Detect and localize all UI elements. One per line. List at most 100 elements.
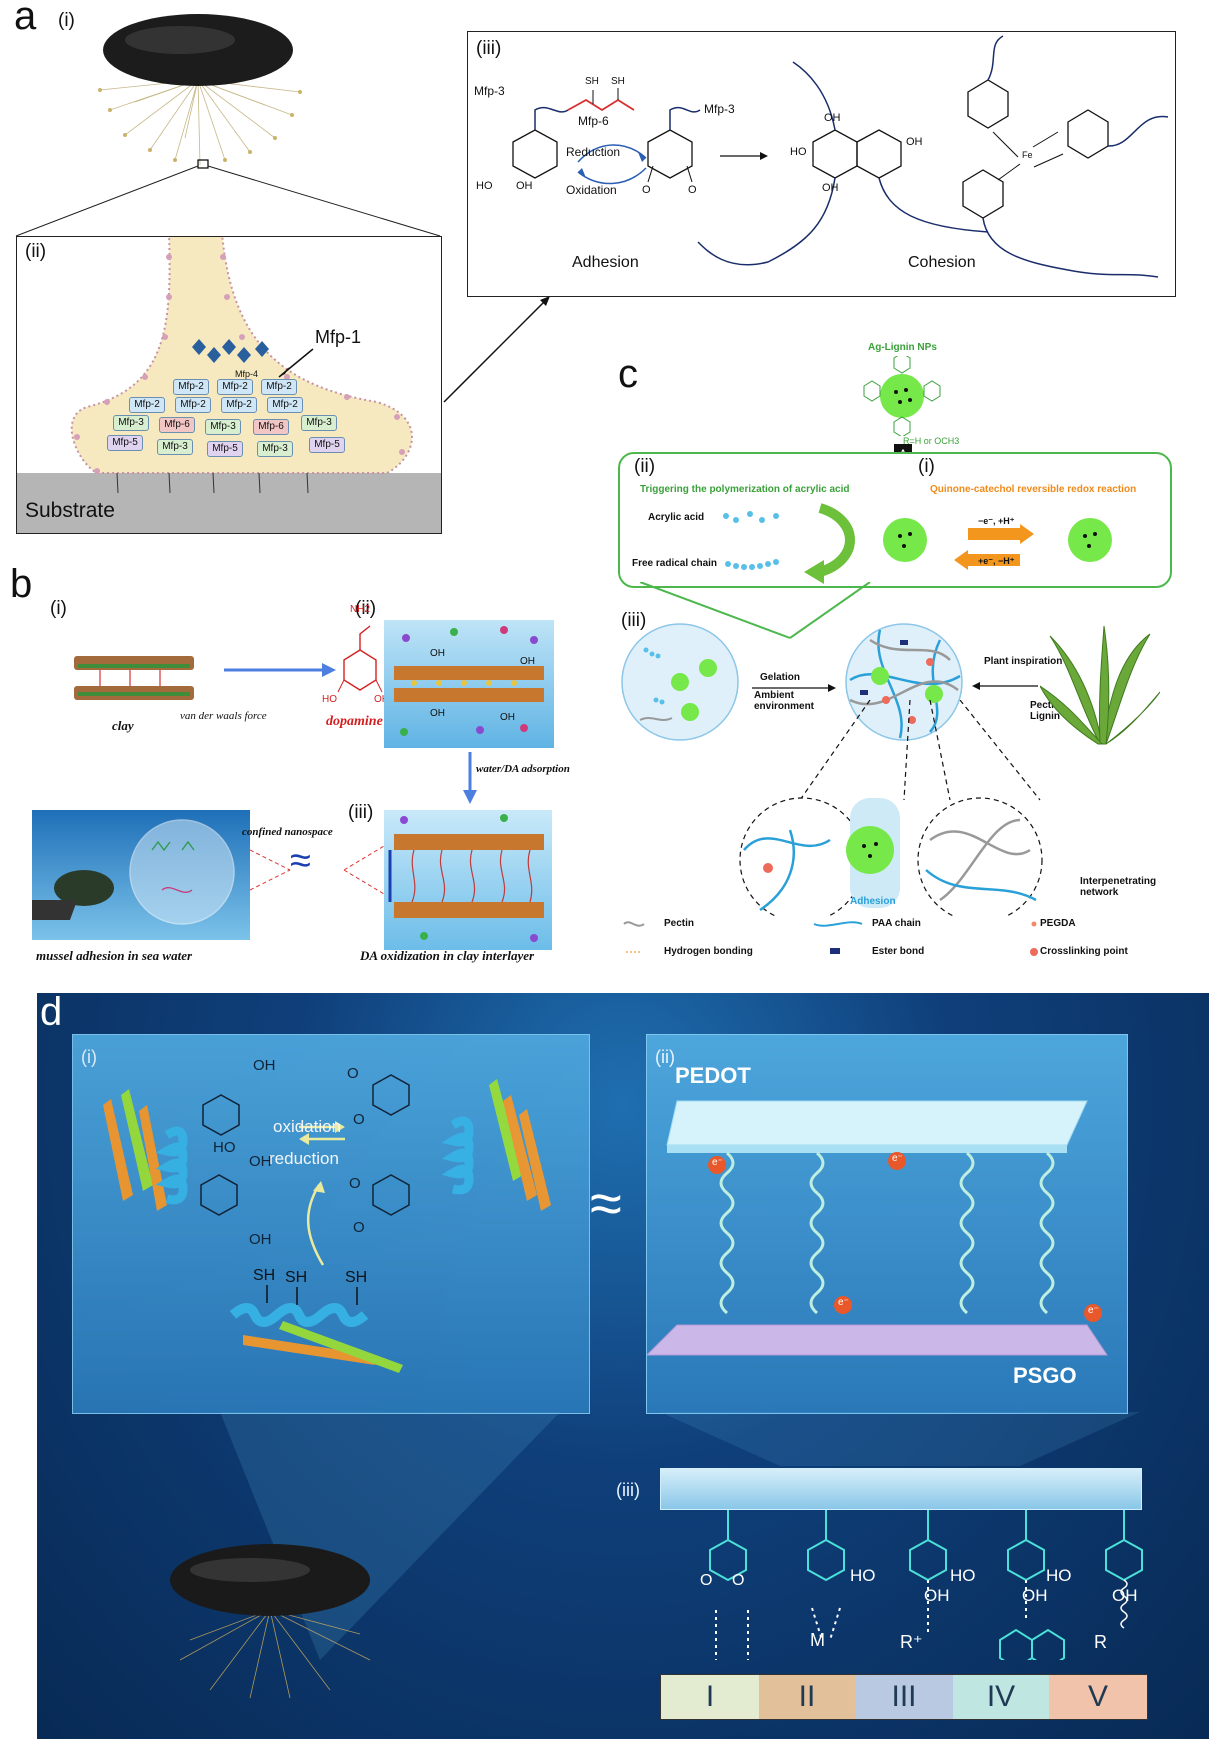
blue-arrow-b1 (224, 663, 336, 677)
mussel-sea-illustration (32, 819, 235, 925)
da-oxidization-box (384, 810, 552, 950)
electron-label: e⁻ (892, 1153, 903, 1164)
pedot-psgo-illustration (647, 1100, 1108, 1356)
cohesion-label: Cohesion (908, 254, 976, 271)
o-label: O (642, 184, 651, 196)
pectin-lignin-label: Pectin Lignin (1030, 700, 1061, 722)
adhesion-c-label: Adhesion (850, 896, 896, 907)
oh-label: OH (516, 180, 533, 192)
oh-label: OH (924, 1586, 950, 1605)
ho-label: HO (213, 1139, 236, 1156)
oh-label: OH (906, 136, 923, 148)
oh-label: OH (430, 708, 445, 719)
gel-circle (845, 623, 963, 741)
acrylic-label: Acrylic acid (648, 512, 705, 523)
np-title: Ag-Lignin NPs (868, 342, 937, 353)
ho-label: HO (950, 1566, 976, 1585)
da-caption: DA oxidization in clay interlayer (360, 948, 535, 963)
sh-label: SH (285, 1269, 308, 1286)
sh-label: SH (585, 76, 599, 87)
panel-a-iii-box: (iii) Mfp-3 Mfp-3 Mfp-6 (467, 31, 1176, 297)
chemistry-diagram (512, 35, 1169, 278)
sh-label: SH (253, 1267, 276, 1284)
clay-layers (74, 656, 194, 700)
mfp-box: Mfp-2 (175, 397, 211, 413)
mfp-box: Mfp-5 (207, 441, 243, 457)
mfp3-left-label: Mfp-3 (474, 84, 505, 98)
ho-label: HO (850, 1566, 876, 1585)
strip-cell-ii: II (759, 1675, 855, 1719)
o-label: O (353, 1111, 365, 1128)
o-label: O (353, 1219, 365, 1236)
mfp-box: Mfp-3 (157, 439, 193, 455)
vdw-label: van der waals force (180, 710, 267, 722)
mfp-box: Mfp-3 (113, 415, 149, 431)
ox-top-label: −e⁻, +H⁺ (978, 516, 1015, 526)
panel-b-iii-label: (iii) (348, 802, 374, 823)
strip-cell-iv: IV (953, 1675, 1049, 1719)
da-oxidization-illustration (388, 814, 544, 942)
mfp-box: Mfp-3 (205, 419, 241, 435)
psgo-label: PSGO (1013, 1363, 1077, 1388)
electron-label: e⁻ (838, 1297, 849, 1308)
legend-crosslink: Crosslinking point (1040, 946, 1128, 957)
sh-label: SH (611, 76, 625, 87)
strip-cell-i: I (661, 1675, 759, 1719)
adhesion-label: Adhesion (572, 254, 639, 271)
panel-a-iii-label: (iii) (476, 38, 502, 59)
ox-bottom-label: +e⁻, −H⁺ (978, 556, 1015, 566)
mfp-box: Mfp-5 (309, 437, 345, 453)
oh-label: OH (1022, 1586, 1048, 1605)
mfp-box: Mfp-6 (253, 419, 289, 435)
sh-label: SH (345, 1269, 368, 1286)
dashed-lines-b (250, 845, 385, 895)
mfp-box: Mfp-2 (173, 379, 209, 395)
mfp-box: Mfp-6 (159, 417, 195, 433)
mfp-box: Mfp-2 (261, 379, 297, 395)
legend-hbond: Hydrogen bonding (664, 946, 753, 957)
legend-paa: PAA chain (872, 918, 921, 929)
interpenetrating-label: Interpenetrating network (1080, 876, 1157, 898)
panel-d-ii-box: (ii) PEDOT PSGO e⁻ e⁻ e⁻ e⁻ (646, 1034, 1128, 1414)
nh2-label: NH2 (350, 604, 371, 615)
panel-a-ii-label: (ii) (25, 241, 47, 262)
r-group-label: R=H or OCH3 (903, 436, 960, 446)
trigger-label: Triggering the polymerization of acrylic… (640, 484, 850, 495)
mfp1-label: Mfp-1 (315, 327, 362, 347)
ambient-label: Ambient environment (754, 690, 815, 712)
mfp-box: Mfp-3 (257, 441, 293, 457)
approx-symbol-d: ≈ (590, 1171, 622, 1236)
panel-d-i-label: (i) (81, 1047, 97, 1067)
legend-ester: Ester bond (872, 946, 925, 957)
callout-triangle (640, 582, 871, 639)
surface-bar (660, 1468, 1142, 1510)
mfp-box: Mfp-2 (221, 397, 257, 413)
oxidation-label: Oxidation (566, 183, 617, 197)
dopamine-label: dopamine (326, 714, 383, 729)
panel-a-i-label: (i) (58, 10, 75, 31)
mussel-caption: mussel adhesion in sea water (36, 948, 193, 963)
panel-a-label: a (14, 0, 37, 38)
ho-label: HO (476, 180, 493, 192)
clay-water-illustration (394, 626, 544, 736)
quinone-label: Quinone-catechol reversible redox reacti… (930, 484, 1137, 495)
plant-arrow (972, 682, 1038, 690)
panel-a-ii-box: (ii) Mfp-4 Mfp-1 Mfp-2 Mfp-2 Mfp-2 (16, 236, 442, 534)
plaque-illustration (17, 237, 441, 533)
legend-pegda: PEGDA (1040, 918, 1076, 929)
strip-cell-iii: III (855, 1675, 953, 1719)
gelation-arrow (752, 684, 836, 692)
o-label: O (732, 1572, 745, 1589)
mfp-box: Mfp-2 (267, 397, 303, 413)
o-label: O (700, 1572, 713, 1589)
confined-label: confined nanospace (242, 826, 333, 838)
arrow-a (443, 296, 550, 403)
mussel-illustration-d (170, 1544, 371, 1699)
panel-c-ii-label: (ii) (634, 456, 656, 477)
reduction-d-label: reduction (269, 1149, 339, 1168)
mfp6-label: Mfp-6 (578, 114, 609, 128)
electron-label: e⁻ (1088, 1305, 1099, 1316)
plant-label: Plant inspiration (984, 656, 1063, 667)
protein-redox-illustration (103, 1074, 551, 1373)
dopamine-structure (337, 625, 383, 693)
